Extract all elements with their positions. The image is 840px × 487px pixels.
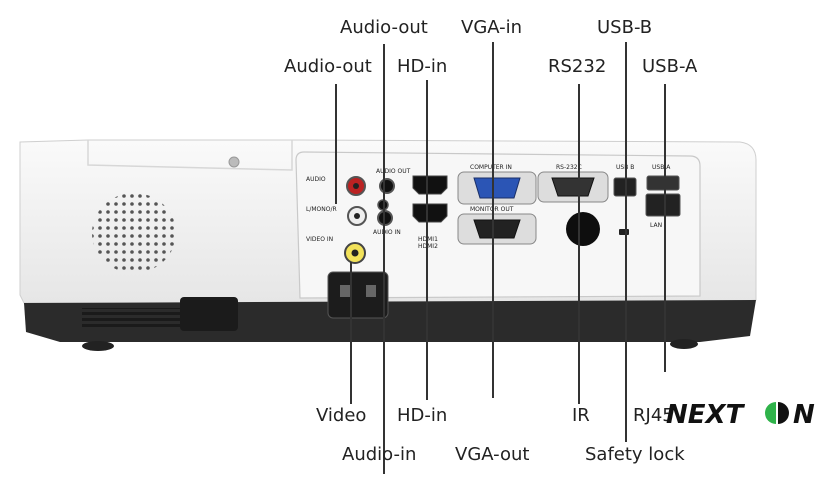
audio-in-jack-2 xyxy=(377,210,393,226)
logo-text-right: N xyxy=(793,400,815,430)
logo-o-mark xyxy=(765,402,789,424)
leader-vga xyxy=(492,42,494,398)
panel-audio-out-label: AUDIO OUT xyxy=(376,168,411,175)
label-ir: IR xyxy=(572,405,590,426)
left-foot xyxy=(82,341,114,351)
label-usb-b: USB-B xyxy=(597,17,653,38)
panel-audio-in-label: AUDIO IN xyxy=(373,229,401,236)
label-usb-a: USB-A xyxy=(642,56,698,77)
rj45-port xyxy=(645,193,681,217)
ir-sensor xyxy=(566,212,600,246)
label-rs232: RS232 xyxy=(548,56,607,77)
leader-audio-out-2 xyxy=(335,84,337,204)
vga-in-port xyxy=(473,177,521,199)
label-hd-in-bottom: HD-in xyxy=(397,405,448,426)
panel-monitor-out-label: MONITOR OUT xyxy=(470,206,514,213)
usb-a-port xyxy=(646,175,680,191)
leader-usb-a-rj45 xyxy=(664,84,666,372)
speaker-grill xyxy=(92,193,176,273)
leader-video xyxy=(350,262,352,404)
leader-usb-b-safety xyxy=(625,42,627,442)
panel-l-mono-r-label: L/MONO/R xyxy=(306,206,337,213)
right-foot xyxy=(670,339,698,349)
label-rj45: RJ45 xyxy=(633,405,674,426)
label-vga-in: VGA-in xyxy=(461,17,523,38)
rear-foot-block xyxy=(180,297,238,331)
hdmi2-port xyxy=(412,203,448,223)
label-hd-in-top: HD-in xyxy=(397,56,448,77)
vent-slots xyxy=(82,308,182,330)
nexton-logo: NEXT N xyxy=(666,400,815,430)
panel-computer-in-label: COMPUTER IN xyxy=(470,164,512,171)
vga-out-port xyxy=(473,219,521,239)
panel-rs232c-label: RS-232C xyxy=(556,164,582,171)
panel-usb-a-label: USB A xyxy=(652,164,671,171)
top-cover xyxy=(87,140,293,171)
leader-hd-in xyxy=(426,80,428,400)
label-video: Video xyxy=(316,405,367,426)
label-safety-lock: Safety lock xyxy=(585,444,685,465)
label-vga-out: VGA-out xyxy=(455,444,530,465)
panel-audio-label: AUDIO xyxy=(306,176,326,183)
label-audio-in: Audio-in xyxy=(342,444,417,465)
leader-audio-out-1 xyxy=(383,44,385,474)
safety-lock-slot xyxy=(619,229,629,235)
label-audio-out-second: Audio-out xyxy=(284,56,372,77)
panel-lan-label: LAN xyxy=(650,222,663,229)
hdmi1-port xyxy=(412,175,448,195)
rs232-port xyxy=(551,177,595,197)
leader-rs232-ir xyxy=(578,84,580,404)
safety-lock-label-clip: Safety lock xyxy=(585,443,685,469)
logo-text-left: NEXT xyxy=(666,400,746,430)
screw-icon xyxy=(228,156,240,168)
panel-video-in-label: VIDEO IN xyxy=(306,236,334,243)
label-audio-out-top: Audio-out xyxy=(340,17,428,38)
power-inlet xyxy=(327,271,389,319)
rj45-label-clip: RJ45 xyxy=(633,404,674,428)
